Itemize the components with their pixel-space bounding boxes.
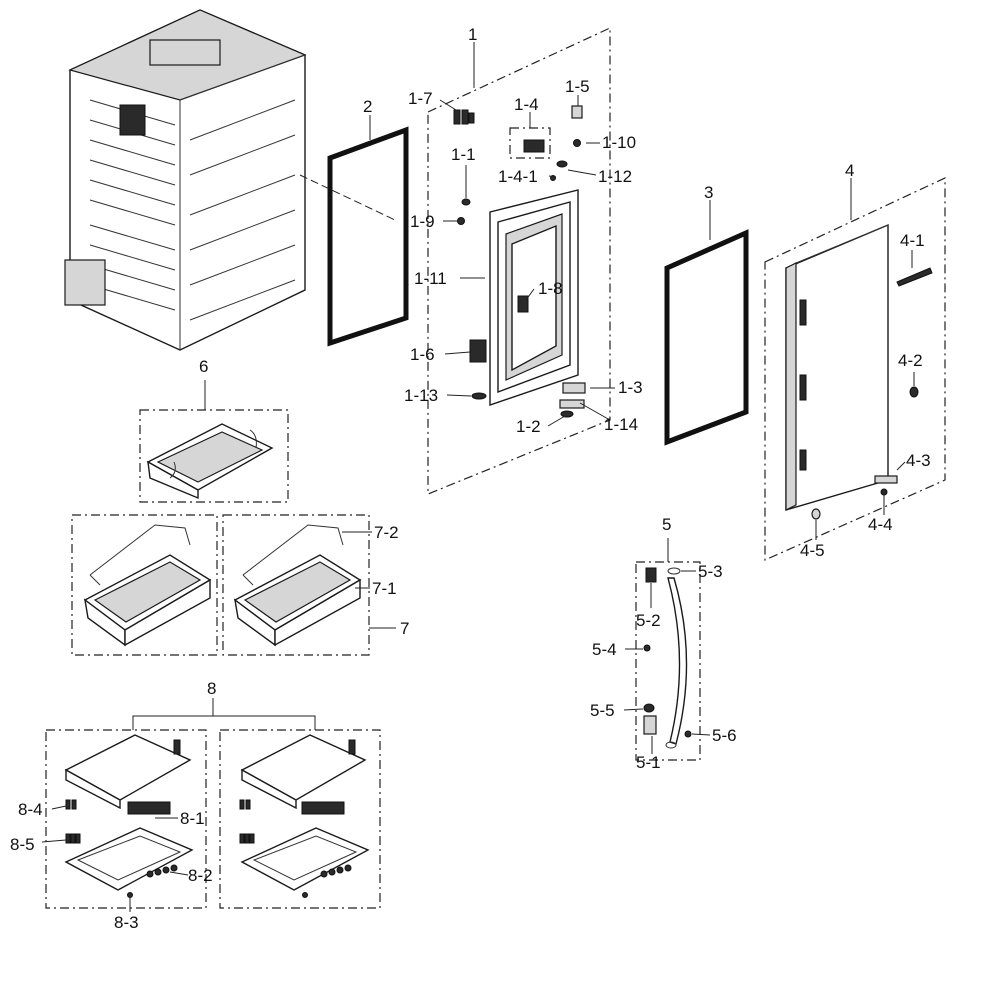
callout-1-3: 1-3: [618, 378, 643, 397]
callout-4-1: 4-1: [900, 231, 925, 250]
tray-8-right: [239, 734, 370, 898]
callout-1-6: 1-6: [410, 345, 435, 364]
group-4-boundary: [764, 177, 946, 561]
callout-7-1: 7-1: [372, 579, 397, 598]
callout-1-1: 1-1: [451, 145, 476, 164]
callout-5-3: 5-3: [698, 562, 723, 581]
callout-8-1: 8-1: [180, 809, 205, 828]
callout-4-4: 4-4: [868, 515, 893, 534]
callout-1-7: 1-7: [408, 89, 433, 108]
callout-5-4: 5-4: [592, 640, 617, 659]
callout-1-2: 1-2: [516, 417, 541, 436]
callout-5: 5: [662, 515, 671, 534]
callout-5-5: 5-5: [590, 701, 615, 720]
callout-8-4: 8-4: [18, 800, 43, 819]
callout-7: 7: [400, 619, 409, 638]
callout-7-2: 7-2: [374, 523, 399, 542]
bin-basket-6: [146, 423, 274, 500]
callout-4-5: 4-5: [800, 541, 825, 560]
callout-1: 1: [468, 25, 477, 44]
callout-1-13: 1-13: [404, 386, 438, 405]
right-door-panel: [785, 223, 889, 511]
callout-1-5: 1-5: [565, 77, 590, 96]
group-5-boundary: [635, 561, 701, 761]
group-8a-boundary: [45, 729, 207, 909]
callout-1-9: 1-9: [410, 212, 435, 231]
group-8b-boundary: [219, 729, 381, 909]
callout-1-4-1: 1-4-1: [498, 167, 538, 186]
callout-4: 4: [845, 161, 854, 180]
group-7b-boundary: [222, 514, 370, 656]
group-4-small-parts: [811, 267, 933, 520]
callout-8-3: 8-3: [114, 913, 139, 932]
drawer-7-right: [233, 524, 362, 647]
callout-8: 8: [207, 679, 216, 698]
callout-1-4: 1-4: [514, 95, 539, 114]
callout-2: 2: [363, 97, 372, 116]
callout-1-11: 1-11: [414, 269, 447, 288]
callout-1-10: 1-10: [602, 133, 636, 152]
callout-3: 3: [704, 183, 713, 202]
door-handle-5: [643, 567, 692, 749]
callout-labels: 1 1-7 1-4 1-5 1-10 1-1 1-4-1 1-12 1-9 1-…: [10, 25, 931, 932]
group-7a-boundary: [71, 514, 218, 656]
drawer-7-left: [83, 524, 212, 647]
callout-8-5: 8-5: [10, 835, 35, 854]
callout-5-6: 5-6: [712, 726, 737, 745]
callout-1-12: 1-12: [598, 167, 632, 186]
callout-1-8: 1-8: [538, 279, 563, 298]
refrigerator-cabinet: [64, 9, 307, 351]
callout-4-2: 4-2: [898, 351, 923, 370]
callout-8-2: 8-2: [188, 866, 213, 885]
group-1-small-parts: [453, 105, 586, 418]
callout-5-1: 5-1: [636, 753, 661, 772]
group-6-boundary: [139, 409, 289, 503]
callout-5-2: 5-2: [636, 611, 661, 630]
door-gasket-2: [327, 126, 409, 347]
tray-8-left: [64, 734, 194, 898]
callout-1-14: 1-14: [604, 415, 638, 434]
door-gasket-3: [664, 229, 749, 446]
left-door-frame: [489, 189, 579, 406]
callout-6: 6: [199, 357, 208, 376]
callout-4-3: 4-3: [906, 451, 931, 470]
